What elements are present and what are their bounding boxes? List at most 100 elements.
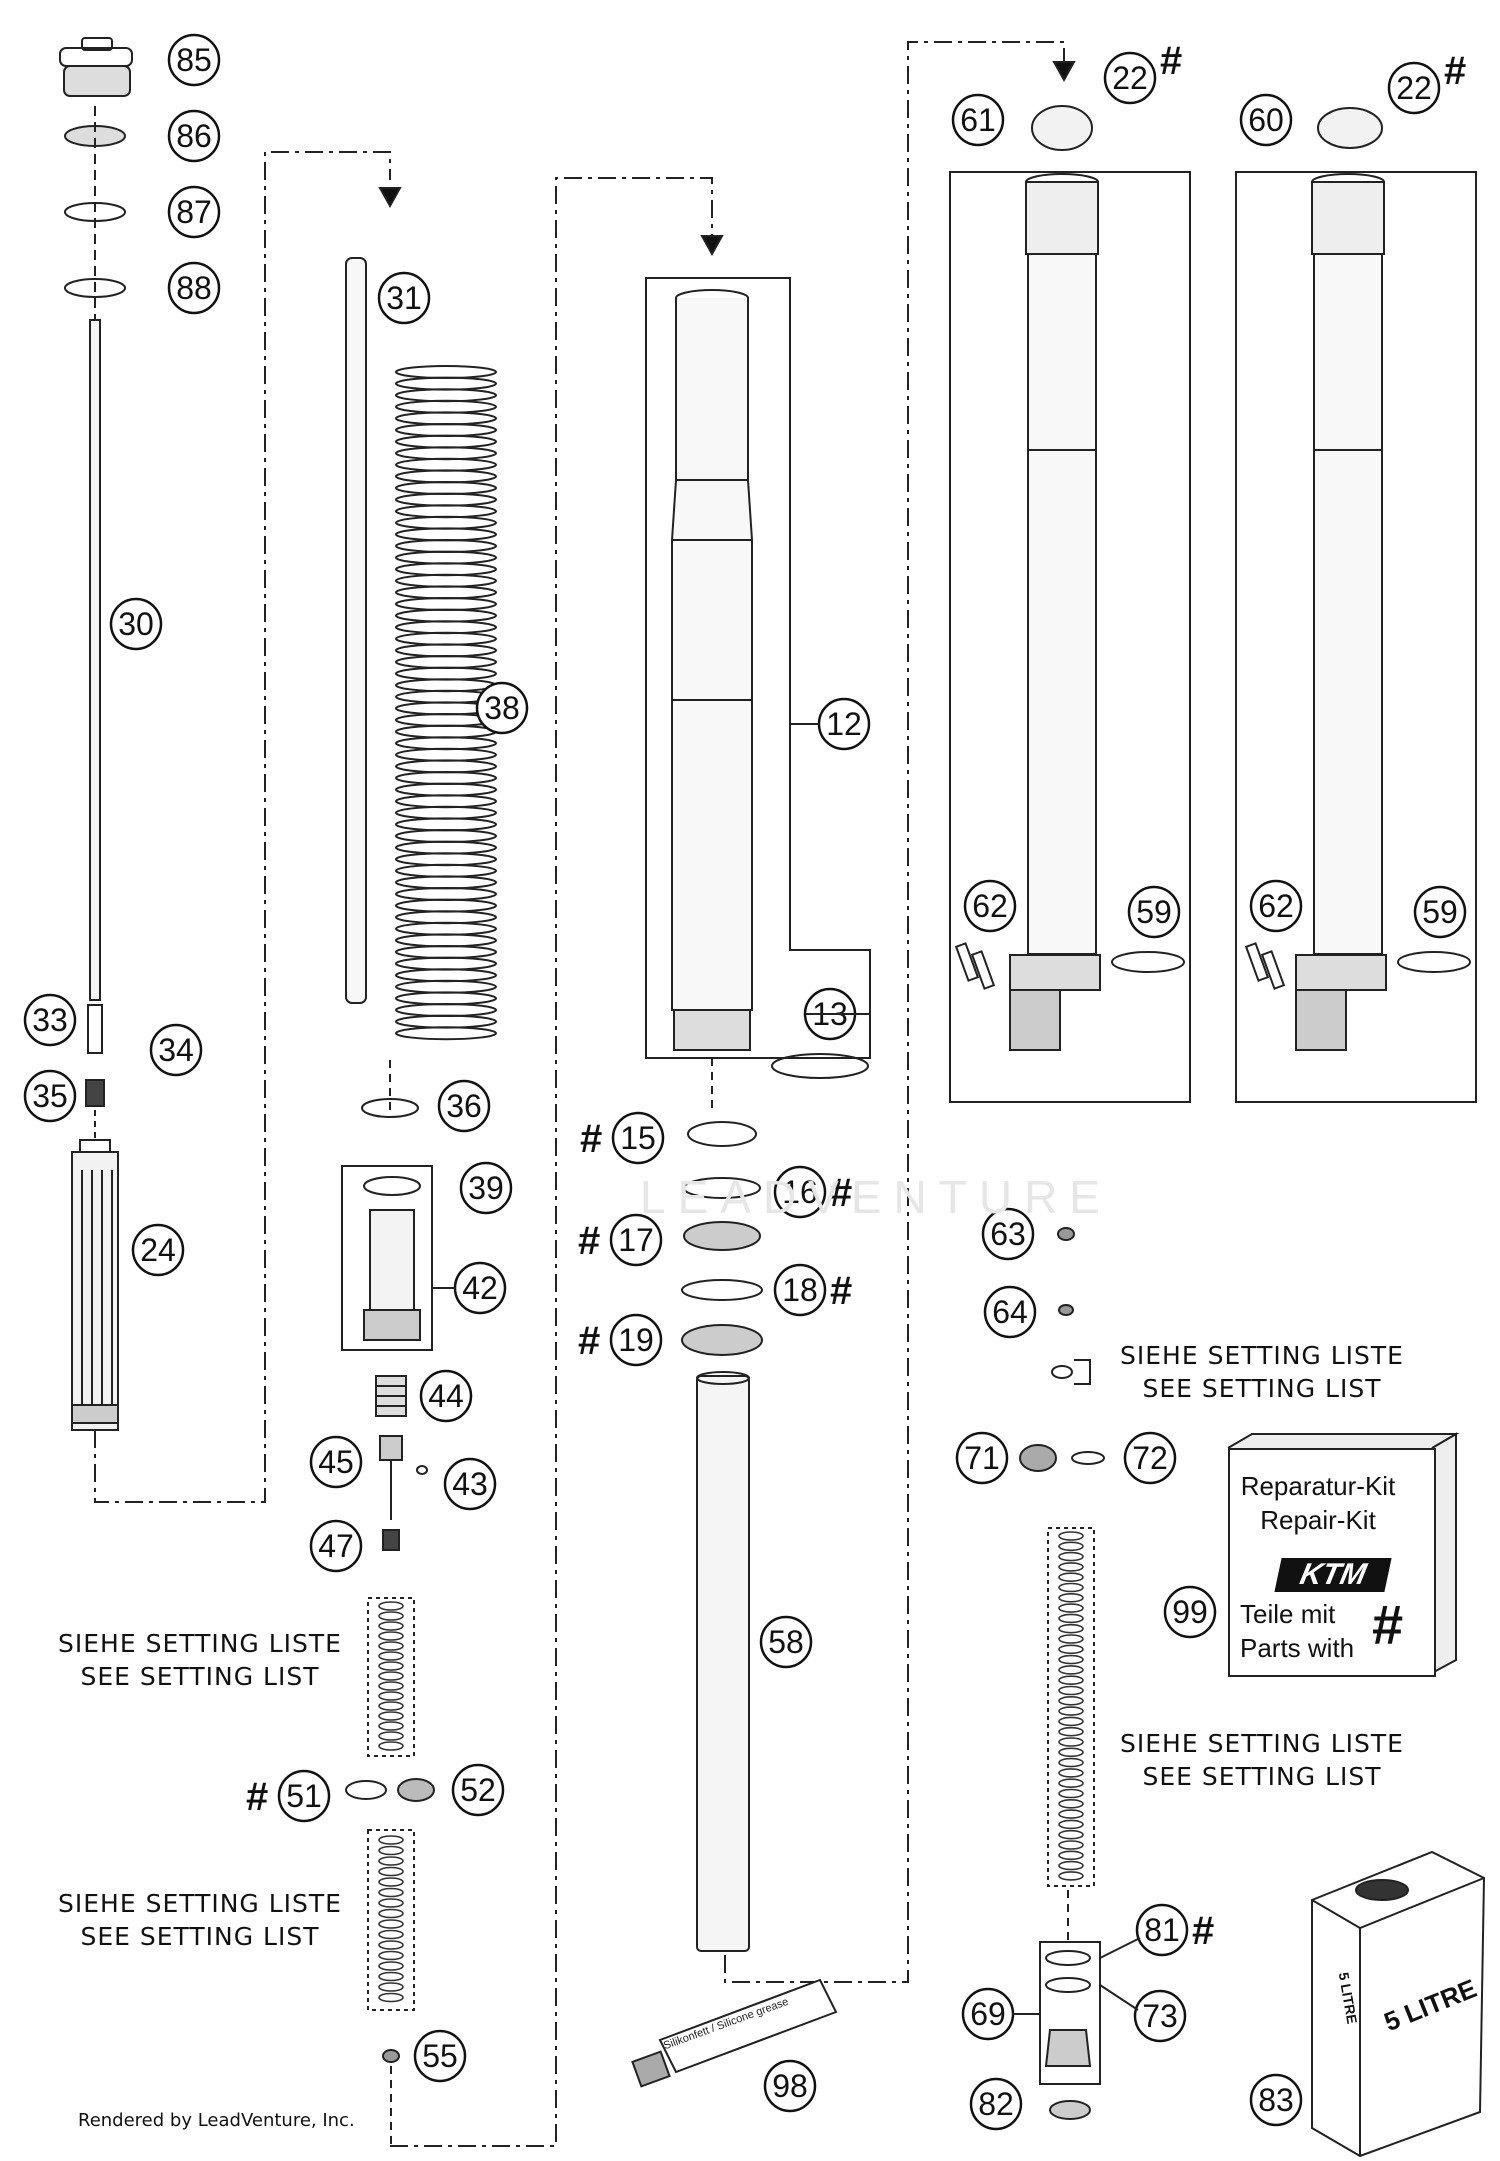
part-12-outer-tube	[671, 289, 753, 1051]
ktm-logo: KTM	[1274, 1558, 1392, 1592]
part-39-washer	[363, 1176, 421, 1196]
callout-number: 83	[1258, 2082, 1294, 2118]
setting-note-de: SIEHE SETTING LISTE	[58, 1629, 342, 1658]
callout-36: 36	[437, 1079, 491, 1133]
callout-circle	[611, 1111, 665, 1165]
setting-note-2: SIEHE SETTING LISTE SEE SETTING LIST	[58, 1888, 342, 1953]
callout-88: 88	[167, 261, 221, 315]
callout-circle	[149, 1023, 203, 1077]
callout-87: 87	[167, 185, 221, 239]
callout-number: 59	[1422, 894, 1458, 930]
repair-kit-title-en: Repair-Kit	[1260, 1504, 1376, 1535]
callout-circle	[309, 1519, 363, 1573]
callout-number: 59	[1136, 894, 1172, 930]
callout-number: 73	[1142, 1998, 1178, 2034]
callout-circle	[413, 2029, 467, 2083]
part-61-fork-leg	[1009, 173, 1101, 1051]
callout-number: 44	[428, 1378, 464, 1414]
part-60-box	[1235, 171, 1477, 1103]
repair-kit-hash: #	[1192, 1909, 1214, 1953]
callout-12: 12	[817, 697, 871, 751]
callout-circle	[23, 1069, 77, 1123]
callout-number: 22	[1112, 60, 1148, 96]
repair-kit-title: Reparatur-Kit Repair-Kit	[1238, 1470, 1398, 1538]
callout-33: 33	[23, 993, 77, 1047]
callout-number: 24	[140, 1232, 176, 1268]
part-35-nut	[85, 1079, 105, 1107]
callout-circle	[443, 1457, 497, 1511]
shim-stack-rebound-right	[1058, 1531, 1084, 1881]
callout-number: 18	[782, 1272, 818, 1308]
part-22-bushing-a	[1031, 105, 1093, 151]
callout-44: 44	[419, 1369, 473, 1423]
callout-number: 62	[972, 888, 1008, 924]
callout-circle	[981, 1207, 1035, 1261]
callout-circle	[109, 597, 163, 651]
part-52-piston	[397, 1778, 435, 1802]
callout-99: 99	[1163, 1585, 1217, 1639]
repair-kit-hash: #	[578, 1219, 600, 1263]
callout-number: 71	[964, 1440, 1000, 1476]
part-33-adjuster-rod	[87, 1004, 103, 1054]
repair-kit-hash: #	[830, 1171, 852, 1215]
callout-52: 52	[451, 1763, 505, 1817]
part-81-shim	[1045, 1950, 1091, 1966]
callout-number: 62	[1258, 888, 1294, 924]
callout-number: 51	[286, 1778, 322, 1814]
repair-kit-hash: #	[246, 1775, 268, 1819]
part-31-damper-rod	[345, 257, 367, 1004]
callout-circle	[955, 1431, 1009, 1485]
callout-circle	[167, 33, 221, 87]
callout-73: 73	[1133, 1989, 1187, 2043]
part-83-oil-can	[1311, 1850, 1486, 2158]
setting-note-3: SIEHE SETTING LISTE SEE SETTING LIST	[1120, 1340, 1404, 1405]
part-45-valve	[379, 1435, 403, 1520]
part-22-bushing-b	[1317, 107, 1383, 149]
callout-number: 38	[484, 690, 520, 726]
callout-43: 43	[443, 1457, 497, 1511]
part-62-bolts-b	[1244, 942, 1286, 990]
callout-number: 63	[990, 1216, 1026, 1252]
callout-circle	[419, 1369, 473, 1423]
callout-circle	[1133, 1989, 1187, 2043]
callout-58: 58	[759, 1615, 813, 1669]
callout-circle	[451, 1763, 505, 1817]
callout-35: 35	[23, 1069, 77, 1123]
callout-number: 35	[32, 1078, 68, 1114]
callout-circle	[167, 109, 221, 163]
part-69-valve	[1044, 2029, 1092, 2067]
callout-number: 60	[1248, 102, 1284, 138]
setting-note-en: SEE SETTING LIST	[80, 1661, 320, 1691]
callout-number: 64	[992, 1294, 1028, 1330]
callout-circle	[309, 1435, 363, 1489]
callout-number: 12	[826, 706, 862, 742]
callout-22: 22#	[1387, 49, 1466, 115]
part-60-fork-leg	[1295, 173, 1387, 1051]
callout-62: 62	[963, 879, 1017, 933]
part-43-ball	[416, 1465, 428, 1475]
setting-note-1: SIEHE SETTING LISTE SEE SETTING LIST	[58, 1628, 342, 1693]
part-85-cap	[59, 37, 133, 97]
callout-circle	[131, 1223, 185, 1277]
watermark: LEADVENTURE	[640, 1171, 1112, 1223]
callout-62: 62	[1249, 879, 1303, 933]
callout-18: 18#	[773, 1263, 852, 1317]
callout-circle	[759, 1615, 813, 1669]
part-16-bushing	[683, 1177, 761, 1199]
callout-38: 38	[475, 681, 529, 735]
callout-circle	[1123, 1431, 1177, 1485]
callout-47: 47	[309, 1519, 363, 1573]
callout-number: 88	[176, 270, 212, 306]
callout-circle	[475, 681, 529, 735]
part-59-oring-b	[1397, 951, 1471, 973]
callout-39: 39	[459, 1161, 513, 1215]
callout-circle	[1413, 885, 1467, 939]
shim-stack-rebound	[378, 1835, 404, 2003]
part-55-nut	[382, 2049, 400, 2063]
part-18-ring	[681, 1279, 763, 1301]
callout-circle	[167, 261, 221, 315]
callout-number: 39	[468, 1170, 504, 1206]
part-30-piston-rod	[89, 319, 101, 1001]
repair-kit-hash: #	[1160, 39, 1182, 83]
callout-61: 61	[951, 93, 1005, 147]
